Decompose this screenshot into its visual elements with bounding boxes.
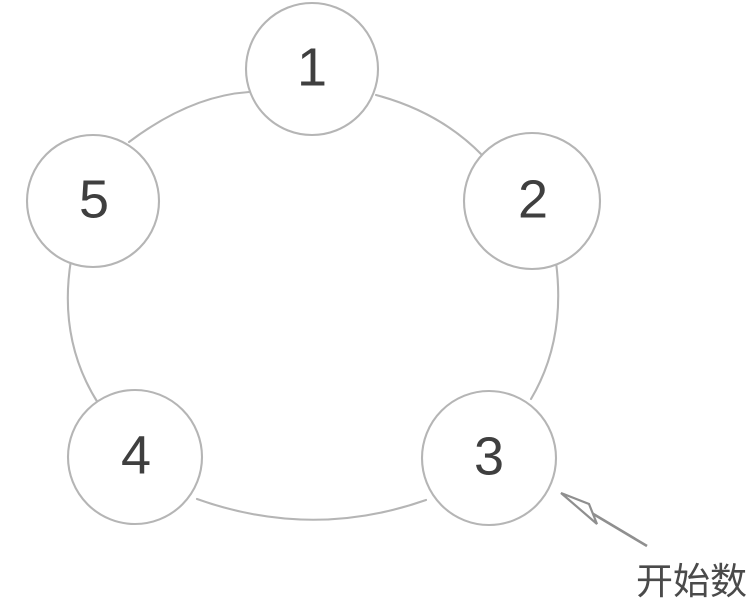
start-callout-label: 开始数 (636, 560, 747, 603)
node-5[interactable]: 5 (25, 133, 161, 269)
start-callout-arrow (560, 491, 648, 548)
arrow-head-icon (560, 491, 599, 525)
node-4[interactable]: 4 (66, 388, 204, 526)
node-5-circle[interactable] (25, 133, 161, 269)
node-3[interactable]: 3 (420, 389, 558, 527)
arc-1-to-2 (374, 93, 484, 157)
arc-2-to-3 (529, 260, 560, 401)
node-1[interactable]: 1 (244, 1, 380, 137)
node-3-circle[interactable] (420, 389, 558, 527)
node-5-label: 5 (79, 169, 109, 229)
arc-5-to-1 (127, 90, 251, 144)
node-4-label: 4 (121, 425, 151, 485)
node-2[interactable]: 2 (462, 131, 602, 271)
node-3-label: 3 (474, 426, 504, 486)
node-2-label: 2 (518, 169, 548, 229)
node-1-label: 1 (297, 37, 327, 97)
ring-connections (66, 90, 560, 521)
arc-3-to-4 (195, 497, 428, 521)
node-2-circle[interactable] (462, 131, 602, 271)
node-4-circle[interactable] (66, 388, 204, 526)
arrow-shaft (589, 510, 648, 548)
arc-4-to-5 (66, 258, 100, 405)
node-1-circle[interactable] (244, 1, 380, 137)
